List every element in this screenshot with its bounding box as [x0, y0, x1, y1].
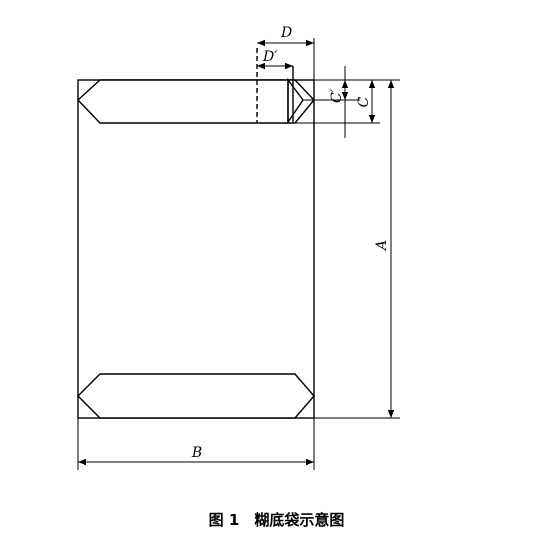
label-D: D [280, 25, 292, 41]
bottom-bottom-fold [77, 373, 315, 419]
label-D-prime: D′ [262, 49, 278, 65]
label-B: B [191, 445, 202, 461]
top-bottom-fold [76, 79, 315, 124]
bag-body [77, 79, 315, 419]
label-C-prime: C′ [329, 88, 345, 103]
label-C: C [356, 96, 372, 107]
figure-caption: 图 1 糊底袋示意图 [208, 511, 345, 529]
label-A: A [374, 240, 390, 252]
